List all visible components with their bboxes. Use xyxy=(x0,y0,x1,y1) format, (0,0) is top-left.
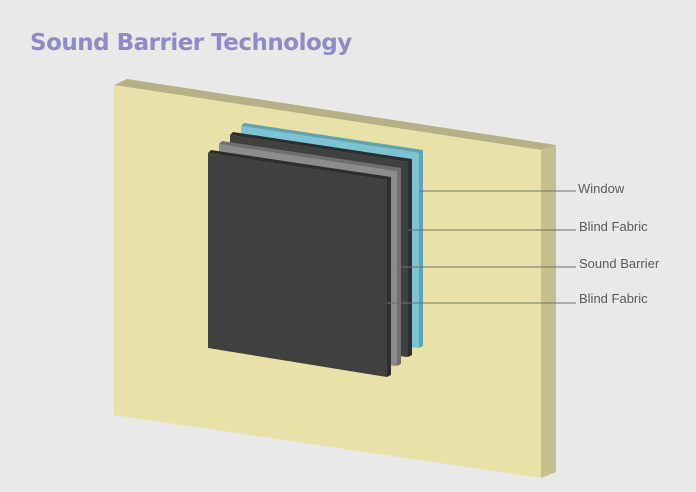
leader-lines xyxy=(387,190,576,304)
blind-fabric-front-panel xyxy=(208,150,391,377)
label-window: Window xyxy=(578,181,625,196)
label-sound-barrier: Sound Barrier xyxy=(579,256,660,271)
wall-side xyxy=(541,145,556,478)
wall-top xyxy=(114,79,556,150)
label-blind-fabric-back: Blind Fabric xyxy=(579,219,648,234)
diagram-title: Sound Barrier Technology xyxy=(30,30,352,56)
label-blind-fabric-front: Blind Fabric xyxy=(579,291,648,306)
